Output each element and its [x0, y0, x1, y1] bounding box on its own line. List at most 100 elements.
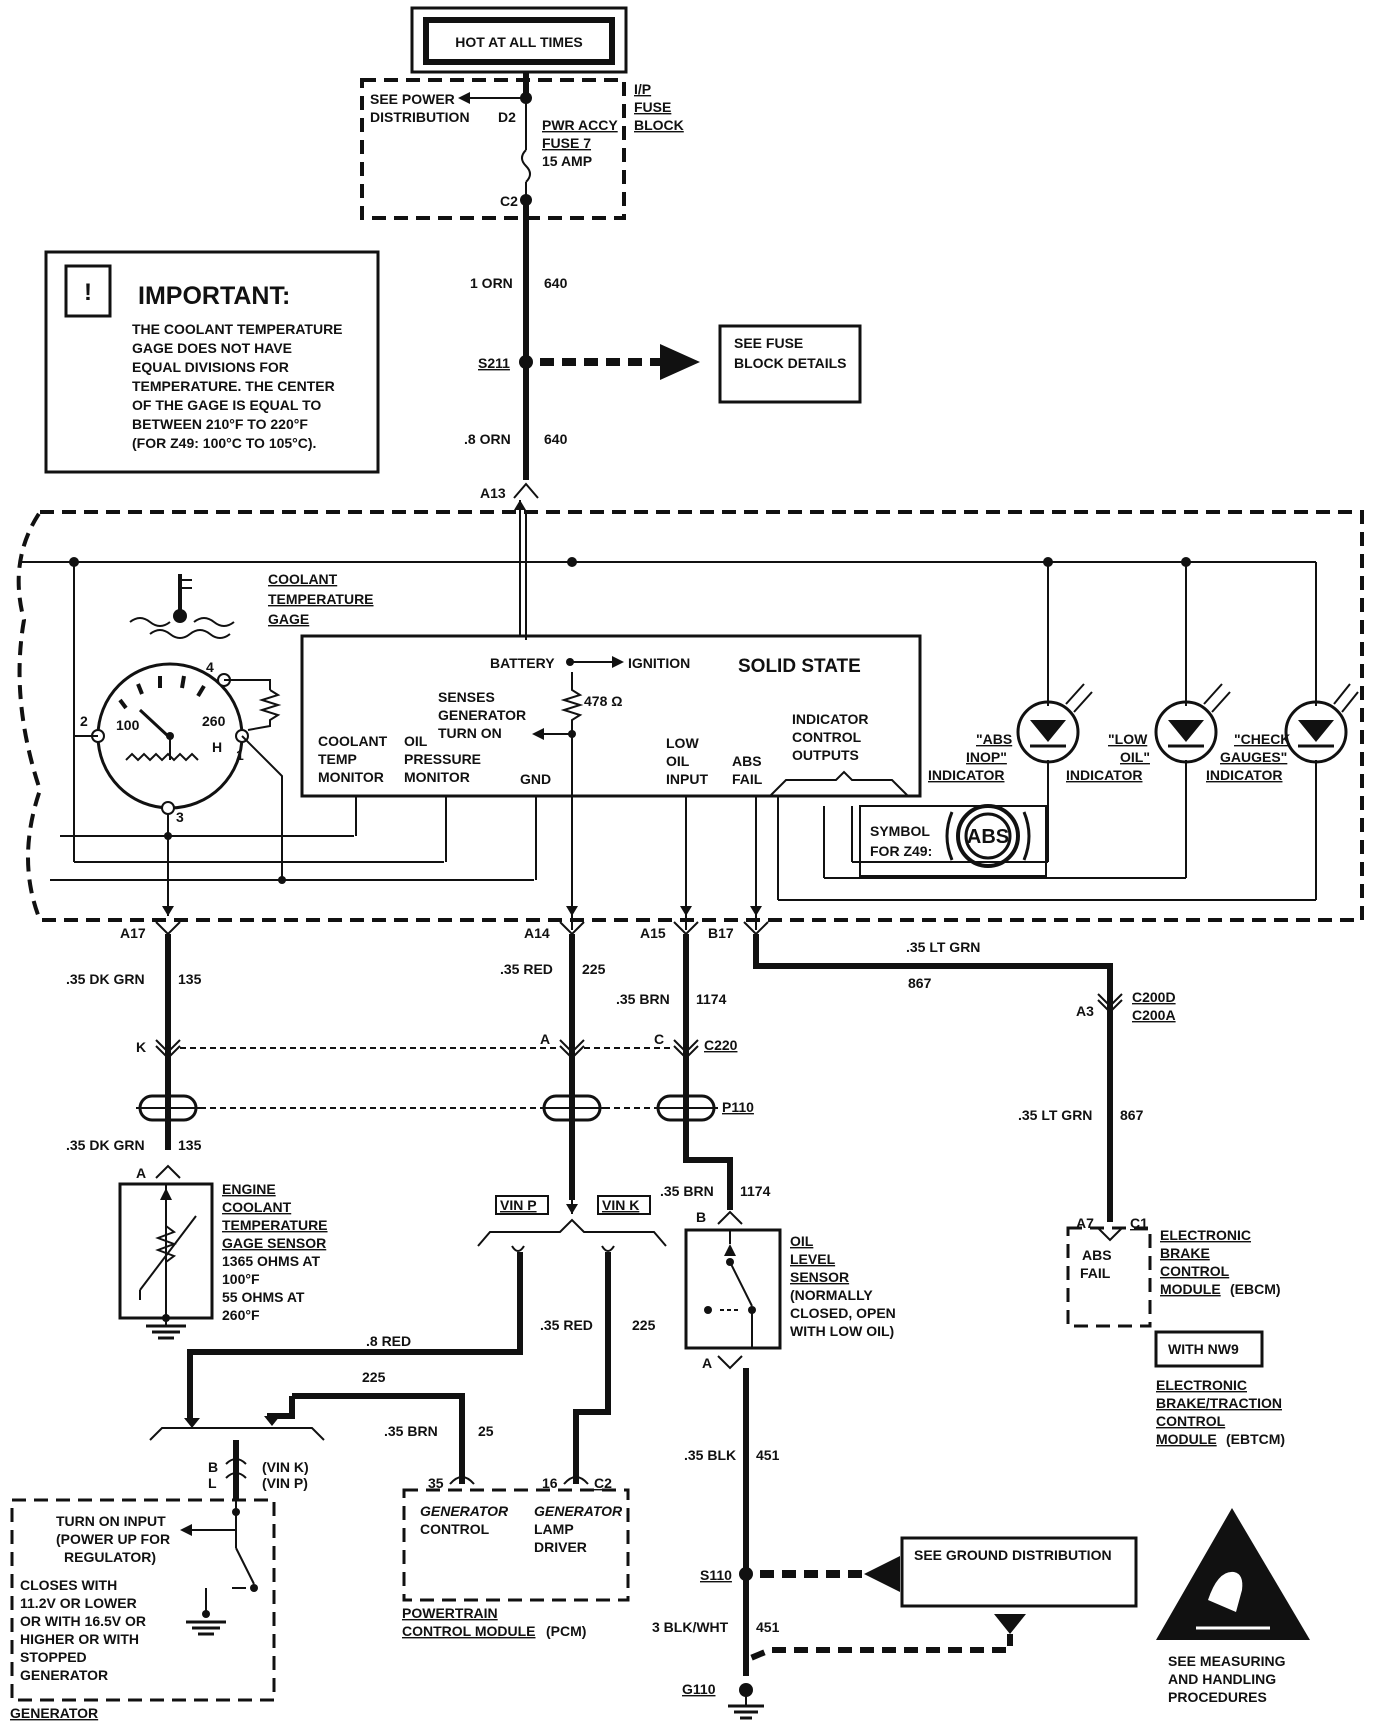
nw9-label: WITH NW9	[1168, 1341, 1239, 1357]
wire-451b: 451	[756, 1619, 780, 1635]
pin-c2: C2	[500, 193, 518, 209]
generator-label: GENERATOR	[10, 1705, 98, 1721]
wire-135-size: .35 DK GRN	[66, 971, 145, 987]
coolant-monitor-1: COOLANT	[318, 733, 388, 749]
esd-line-1: SEE MEASURING	[1168, 1653, 1286, 1669]
gen-closes-1: CLOSES WITH	[20, 1577, 117, 1593]
gage-pin-4: 4	[206, 659, 214, 675]
distribution-text: DISTRIBUTION	[370, 109, 470, 125]
low-oil-2: OIL	[666, 753, 690, 769]
abs-symbol-icon: ABS	[945, 804, 1031, 868]
fuse-name: PWR ACCY	[542, 117, 618, 133]
pin-a3: A3	[1076, 1003, 1094, 1019]
symbol-label-1: SYMBOL	[870, 823, 930, 839]
gage-label-3: GAGE	[268, 611, 309, 627]
gen-turn-1: TURN ON INPUT	[56, 1513, 166, 1529]
sensor-pin-a: A	[136, 1165, 146, 1181]
connector-c200a: C200A	[1132, 1007, 1176, 1023]
wire-225b: 225	[362, 1369, 386, 1385]
connector-p110: P110	[722, 1099, 754, 1115]
oil-line-2: LEVEL	[790, 1251, 836, 1267]
ebtcm-line-4: MODULE	[1156, 1431, 1217, 1447]
cluster-boundary	[16, 510, 1364, 922]
gen-turn-3: REGULATOR)	[64, 1549, 156, 1565]
oil-line-5: CLOSED, OPEN	[790, 1305, 896, 1321]
low-oil-3: INPUT	[666, 771, 708, 787]
vin-k-label: VIN K	[602, 1197, 639, 1213]
pcm-gl-1: GENERATOR	[534, 1503, 623, 1519]
sensor-line-8: 260°F	[222, 1307, 260, 1323]
connector-c200d: C200D	[1132, 989, 1176, 1005]
wire-3blk: 3 BLK/WHT	[652, 1619, 729, 1635]
abs-inop-3: INDICATOR	[928, 767, 1004, 783]
wire-451-num: 451	[756, 1447, 780, 1463]
ebcm-fail: FAIL	[1080, 1265, 1111, 1281]
fuse-details-2: BLOCK DETAILS	[734, 355, 847, 371]
pin-c-c220: C	[654, 1031, 664, 1047]
fuse-block: SEE POWER DISTRIBUTION D2 C2 PWR ACCY FU…	[360, 72, 684, 220]
oil-pin-a: A	[702, 1355, 712, 1371]
sensor-line-3: TEMPERATURE	[222, 1217, 328, 1233]
fuse-number: FUSE 7	[542, 135, 591, 151]
ground-distribution-box	[900, 1536, 1138, 1608]
hot-label: HOT AT ALL TIMES	[455, 34, 583, 50]
ebcm-line-4: MODULE	[1160, 1281, 1221, 1297]
ebtcm-line-3: CONTROL	[1156, 1413, 1226, 1429]
abs-inop-2: INOP"	[966, 749, 1007, 765]
fuse-details-box	[718, 324, 862, 404]
generator-box	[10, 1498, 276, 1702]
important-line: (FOR Z49: 100°C TO 105°C).	[132, 435, 316, 451]
pcm-box	[402, 1488, 630, 1602]
oil-line-4: (NORMALLY	[790, 1287, 873, 1303]
wire-640b-num: 640	[544, 431, 568, 447]
wire-867-num: 867	[908, 975, 932, 991]
pcm-pin-16: 16	[542, 1475, 558, 1491]
low-oil-ind-3: INDICATOR	[1066, 767, 1142, 783]
important-line: OF THE GAGE IS EQUAL TO	[132, 397, 321, 413]
sensor-line-5: 1365 OHMS AT	[222, 1253, 320, 1269]
oil-monitor-2: PRESSURE	[404, 751, 481, 767]
dial-h: H	[212, 739, 222, 755]
gen-vin-k: (VIN K)	[262, 1459, 309, 1475]
nw9-box	[1154, 1330, 1264, 1368]
sensor-line-1: ENGINE	[222, 1181, 276, 1197]
ind-control-1: INDICATOR	[792, 711, 868, 727]
wire-135b-size: .35 DK GRN	[66, 1137, 145, 1153]
wire-1174b-num: 1174	[740, 1183, 771, 1199]
wire-867b-size: .35 LT GRN	[1018, 1107, 1092, 1123]
senses-1: SENSES	[438, 689, 495, 705]
pcm-c2: C2	[594, 1475, 612, 1491]
pcm-label-3: (PCM)	[546, 1623, 586, 1639]
pcm-gl-3: DRIVER	[534, 1539, 587, 1555]
see-power-text: SEE POWER	[370, 91, 455, 107]
ebtcm-line-2: BRAKE/TRACTION	[1156, 1395, 1282, 1411]
pcm-label-1: POWERTRAIN	[402, 1605, 498, 1621]
important-note: ! IMPORTANT: THE COOLANT TEMPERATURE GAG…	[44, 250, 380, 474]
check-gauges-2: GAUGES"	[1220, 749, 1287, 765]
dial-100: 100	[116, 717, 140, 733]
solid-state-title: SOLID STATE	[738, 656, 861, 677]
esd-line-2: AND HANDLING	[1168, 1671, 1276, 1687]
ground-dist-text: SEE GROUND DISTRIBUTION	[914, 1547, 1112, 1563]
oil-line-1: OIL	[790, 1233, 814, 1249]
pin-a14: A14	[524, 925, 550, 941]
gen-pin-l: L	[208, 1475, 217, 1491]
check-gauges-3: INDICATOR	[1206, 767, 1282, 783]
wire-135-num: 135	[178, 971, 202, 987]
ebcm-line-1: ELECTRONIC	[1160, 1227, 1251, 1243]
check-gauges-led	[1284, 683, 1359, 764]
wire-35brn: .35 BRN	[384, 1423, 438, 1439]
gen-closes-2: 11.2V OR LOWER	[20, 1595, 137, 1611]
fuse-amp: 15 AMP	[542, 153, 592, 169]
senses-3: TURN ON	[438, 725, 502, 741]
resistor-478	[560, 672, 584, 734]
gnd-label: GND	[520, 771, 551, 787]
gage-pin-2: 2	[80, 713, 88, 729]
connector-c220: C220	[704, 1037, 738, 1053]
senses-2: GENERATOR	[438, 707, 526, 723]
abs-symbol-text: ABS	[967, 826, 1009, 848]
pcm-label-2: CONTROL MODULE	[402, 1623, 536, 1639]
oil-switch	[729, 1261, 753, 1307]
important-line: BETWEEN 210°F TO 220°F	[132, 416, 308, 432]
coolant-monitor-3: MONITOR	[318, 769, 384, 785]
